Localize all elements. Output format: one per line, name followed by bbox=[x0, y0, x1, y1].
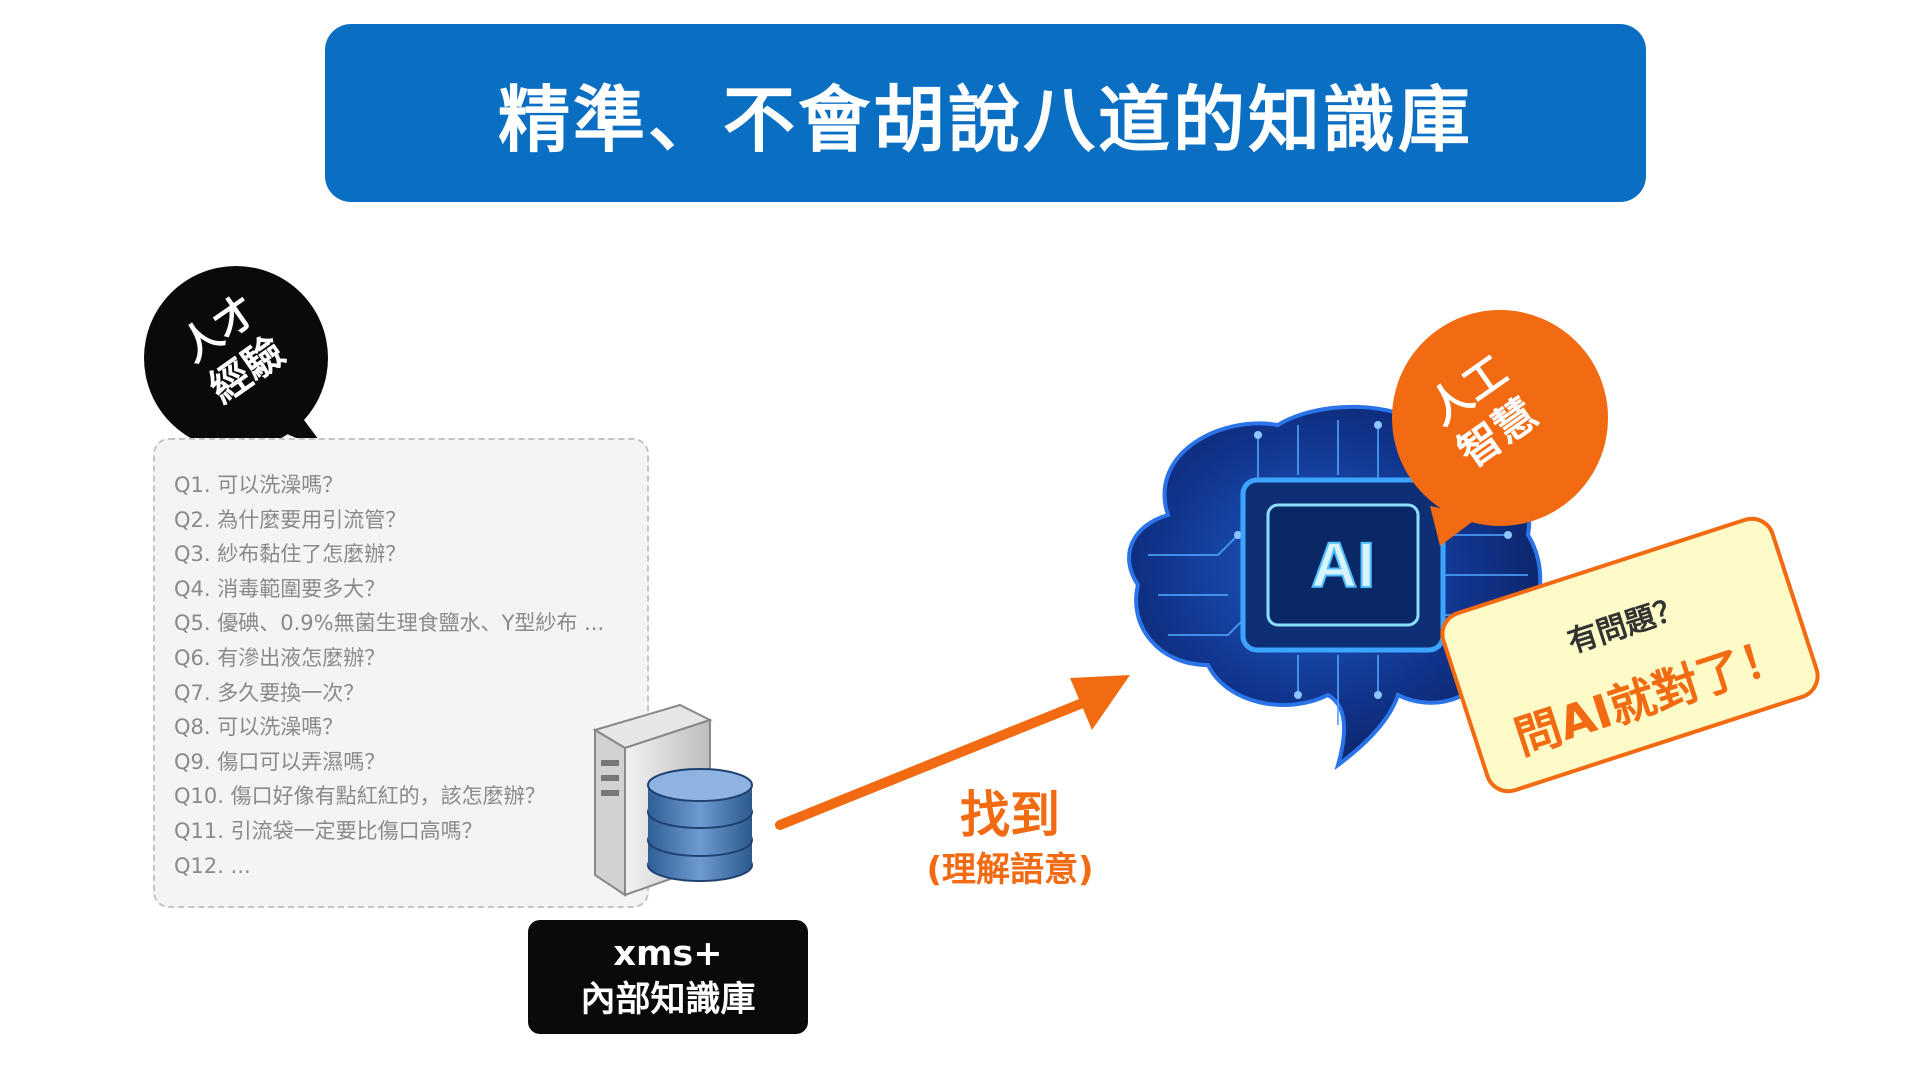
arrow-icon bbox=[775, 675, 1130, 830]
arrow-sublabel: (理解語意) bbox=[926, 850, 1094, 890]
question-item: Q7. 多久要換一次？ bbox=[174, 680, 365, 705]
question-item: Q5. 優碘、0.9%無菌生理食鹽水、Y型紗布 ... bbox=[174, 611, 605, 636]
question-list-panel bbox=[153, 438, 649, 908]
page-title: 精準、不會胡說八道的知識庫 bbox=[497, 77, 1473, 162]
question-item: Q11. 引流袋一定要比傷口高嗎？ bbox=[174, 818, 483, 843]
question-item: Q4. 消毒範圍要多大？ bbox=[174, 576, 386, 601]
question-item: Q3. 紗布黏住了怎麼辦？ bbox=[174, 542, 407, 567]
ai-speech-bubble bbox=[1392, 310, 1608, 546]
question-item: Q1. 可以洗澡嗎？ bbox=[174, 473, 344, 497]
arrow-label: 找到 bbox=[960, 786, 1060, 844]
kb-description: 內部知識庫 bbox=[580, 980, 756, 1020]
question-item: Q12. ... bbox=[174, 853, 251, 878]
server-database-icon bbox=[592, 703, 753, 897]
question-item: Q2. 為什麼要用引流管？ bbox=[174, 507, 407, 532]
question-item: Q9. 傷口可以弄濕嗎？ bbox=[174, 749, 386, 774]
question-list: Q1. 可以洗澡嗎？ Q2. 為什麼要用引流管？ Q3. 紗布黏住了怎麼辦？ Q4. … bbox=[174, 468, 604, 883]
question-item: Q8. 可以洗澡嗎？ bbox=[174, 715, 344, 740]
question-item: Q6. 有滲出液怎麼辦？ bbox=[174, 645, 386, 670]
title-banner: 精準、不會胡說八道的知識庫 bbox=[325, 24, 1646, 202]
ai-chip-label: AI bbox=[1311, 529, 1375, 601]
question-item: Q10. 傷口好像有點紅紅的，該怎麼辦？ bbox=[174, 784, 546, 809]
kb-product-name: xms+ bbox=[613, 934, 723, 974]
knowledge-base-label: xms+ 內部知識庫 bbox=[528, 920, 808, 1034]
